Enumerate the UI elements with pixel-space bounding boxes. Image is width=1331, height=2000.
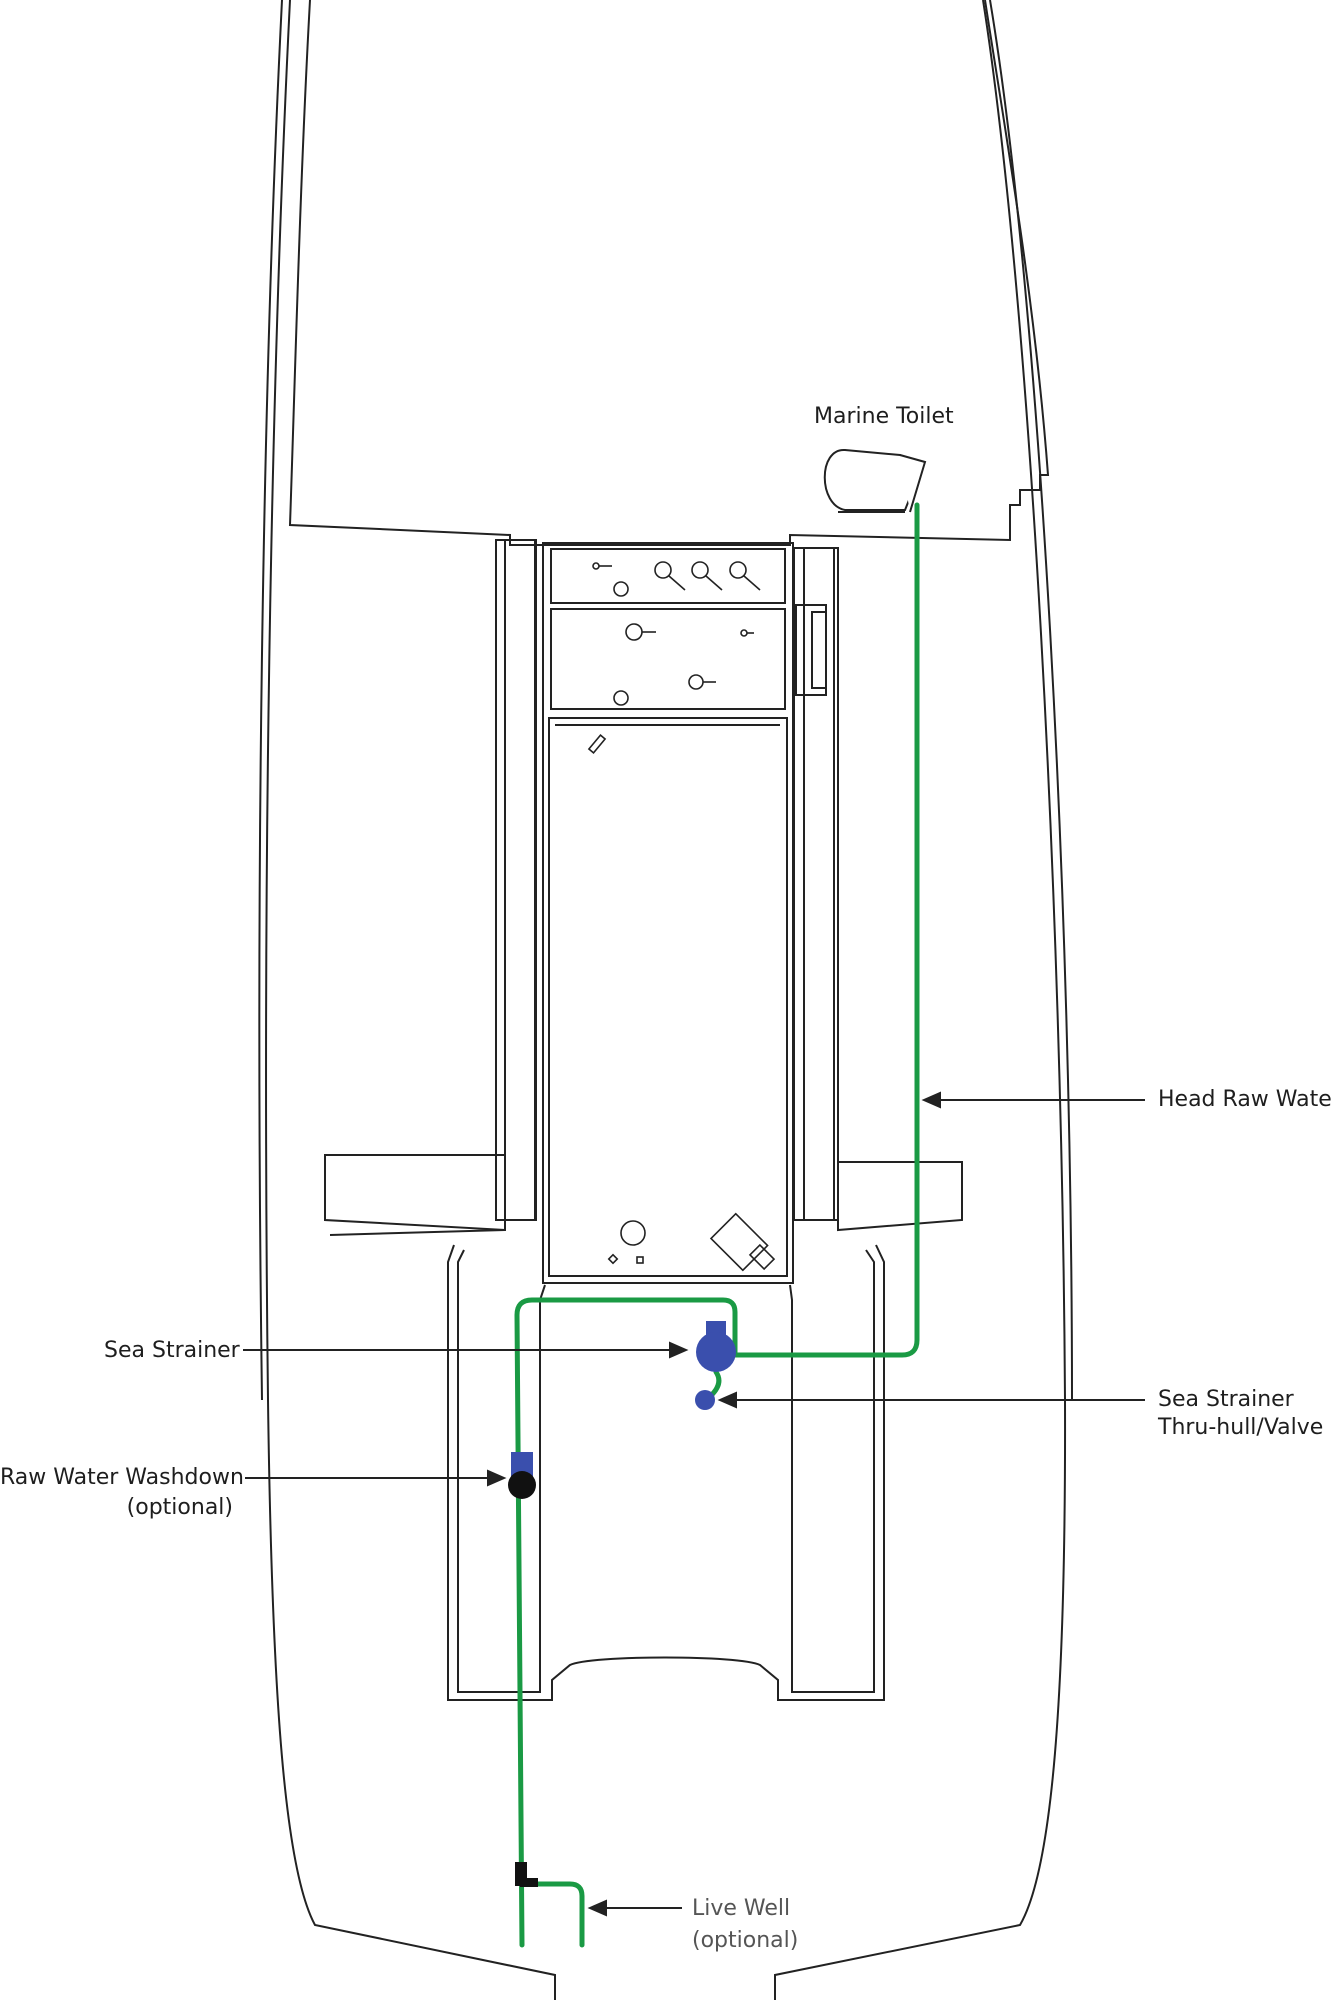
marine-toilet-label: Marine Toilet <box>814 404 954 429</box>
head-raw-water-label: Head Raw Water <box>1158 1087 1331 1112</box>
washdown-label-line1: Raw Water Washdown <box>0 1465 244 1490</box>
head-raw-water-arrowhead <box>921 1091 941 1109</box>
head-raw-water-hose <box>732 502 920 1358</box>
live-well-hose <box>527 1881 585 1948</box>
raw-water-washdown <box>508 1452 536 1499</box>
live-well-arrowhead <box>587 1899 607 1917</box>
live-well-label-line2: (optional) <box>692 1928 799 1953</box>
sea-strainer <box>696 1321 736 1372</box>
thru-hull-arrowhead <box>717 1391 737 1409</box>
thru-hull-valve-icon <box>695 1390 715 1410</box>
live-well-label-line1: Live Well <box>692 1896 791 1921</box>
live-well-tee <box>515 1862 538 1887</box>
center-console <box>542 542 794 1284</box>
console-gauges <box>587 561 776 1272</box>
hull-outline <box>258 0 1073 2000</box>
thru-hull-label-line1: Sea Strainer <box>1158 1387 1294 1412</box>
washdown-label-line2: (optional) <box>126 1495 233 1520</box>
sea-strainer-label: Sea Strainer <box>104 1338 240 1363</box>
marine-toilet <box>823 448 927 513</box>
raw-water-hoses <box>514 502 920 1948</box>
forward-deck <box>288 0 1050 546</box>
leader-arrows <box>243 1091 1145 1917</box>
washdown-loop-hose <box>514 1297 738 1948</box>
washdown-arrowhead <box>487 1469 507 1487</box>
sea-strainer-arrowhead <box>669 1341 689 1359</box>
console-structure <box>324 539 963 1236</box>
thru-hull-label-line2: Thru-hull/Valve <box>1158 1415 1324 1440</box>
